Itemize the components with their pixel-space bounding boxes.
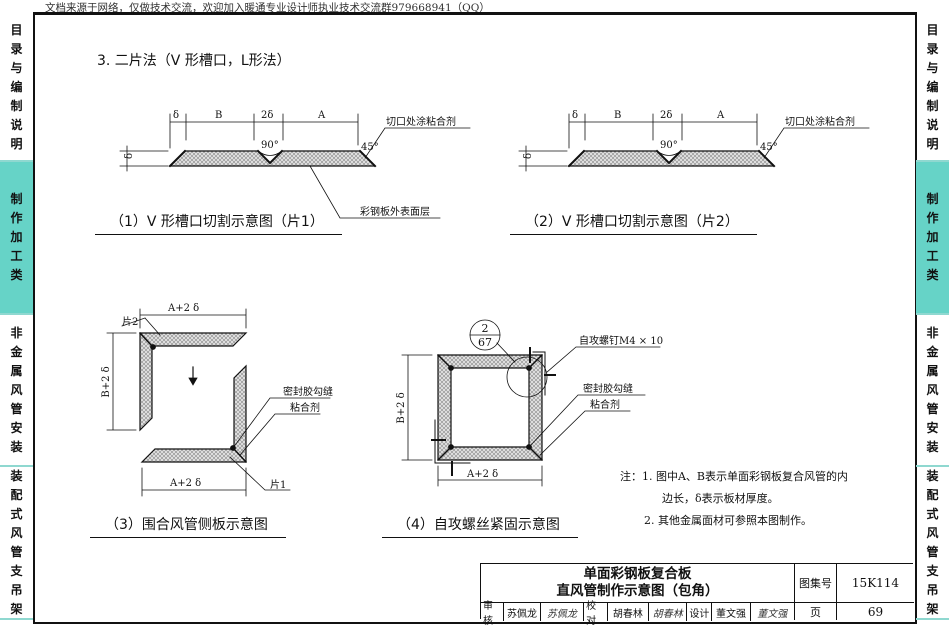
left-sidebar: 目录与编制说明 制作加工类 非金属风管安装 装配式风管支吊架	[0, 14, 33, 620]
dim-thickness: δ	[523, 153, 534, 159]
dim-delta: δ	[173, 110, 179, 121]
notes: 注：1. 图中A、B表示单面彩钢板复合风管的内 边长，δ表示板材厚度。 2. 其…	[620, 466, 848, 532]
tab-label: 目录与编制说明	[10, 22, 23, 151]
ref-page-number: 67	[478, 336, 492, 349]
seal-label: 密封胶勾缝	[583, 382, 633, 395]
tab-contents[interactable]: 目录与编制说明	[0, 14, 33, 162]
dim-b: B	[215, 110, 222, 121]
dim-left: B+2 δ	[101, 366, 112, 397]
check-label: 校对	[584, 601, 608, 627]
atlas-number: 15K114	[836, 564, 914, 602]
figure-3	[106, 308, 331, 497]
tab-nonmetal-install[interactable]: 非金属风管安装	[0, 315, 33, 467]
tab-label: 非金属风管安装	[10, 325, 23, 454]
tab-supports[interactable]: 装配式风管支吊架	[0, 467, 33, 620]
watermark: 文档来源于网络，仅做技术交流，欢迎加入暖通专业设计师执业技术交流群9796689…	[45, 2, 490, 14]
reviewer-signature: 苏佩龙	[541, 603, 585, 621]
tab-label: 装配式风管支吊架	[926, 468, 939, 616]
angle-label: 90°	[660, 140, 678, 151]
dim-thickness: δ	[124, 153, 135, 159]
piece-1-label: 片1	[270, 478, 286, 491]
glue-label: 切口处涂粘合剂	[785, 115, 855, 128]
ref-detail-number: 2	[482, 322, 489, 335]
dim-top: A+2 δ	[167, 303, 199, 314]
duct-section	[437, 354, 543, 461]
figure-4-caption: （4）自攻螺丝紧固示意图	[382, 514, 578, 538]
glue-label: 粘合剂	[290, 401, 320, 414]
dim-2delta: 2δ	[261, 110, 273, 121]
dim-bottom: A+2 δ	[466, 469, 498, 480]
note-1: 1. 图中A、B表示单面彩钢板复合风管的内	[642, 470, 849, 483]
dim-left: B+2 δ	[396, 392, 407, 423]
title-block: 单面彩钢板复合板 直风管制作示意图（包角） 图集号 15K114 页 69 审核…	[480, 563, 914, 627]
tab-label: 装配式风管支吊架	[10, 468, 23, 616]
title-line-1: 单面彩钢板复合板	[583, 566, 692, 582]
note-1-cont: 边长，δ表示板材厚度。	[662, 492, 779, 505]
designer-signature: 董文强	[757, 608, 788, 620]
title-line-2: 直风管制作示意图（包角）	[556, 583, 719, 599]
checker-signature: 胡春林	[649, 603, 688, 621]
bevel-label: 45°	[361, 142, 379, 153]
figure-1	[119, 113, 471, 219]
right-sidebar: 目录与编制说明 制作加工类 非金属风管安装 装配式风管支吊架	[916, 14, 949, 620]
screw-label: 自攻螺钉M4 × 10	[579, 334, 663, 347]
page-label: 页	[794, 602, 836, 620]
dim-2delta: 2δ	[660, 110, 672, 121]
glue-label: 粘合剂	[590, 398, 620, 411]
checker-name: 胡春林	[608, 603, 650, 621]
atlas-label: 图集号	[794, 564, 836, 602]
angle-label: 90°	[261, 140, 279, 151]
tab-label: 制作加工类	[10, 192, 23, 282]
notes-prefix: 注：	[620, 470, 642, 483]
dim-b: B	[614, 110, 621, 121]
design-label: 设计	[687, 603, 713, 621]
dim-bottom: A+2 δ	[169, 478, 201, 489]
tab-contents[interactable]: 目录与编制说明	[916, 14, 949, 162]
designer-name: 董文强	[712, 603, 751, 621]
figure-1-caption: （1）V 形槽口切割示意图（片1）	[95, 211, 342, 235]
note-2: 2. 其他金属面材可参照本图制作。	[644, 514, 812, 527]
dim-delta: δ	[572, 110, 578, 121]
tab-label: 制作加工类	[926, 192, 939, 282]
tab-label: 非金属风管安装	[926, 325, 939, 454]
reviewer-name: 苏佩龙	[504, 603, 541, 621]
tab-label: 目录与编制说明	[926, 22, 939, 151]
seal-label: 密封胶勾缝	[283, 385, 333, 398]
figure-2-caption: （2）V 形槽口切割示意图（片2）	[510, 211, 757, 235]
figure-3-caption: （3）围合风管侧板示意图	[90, 514, 286, 538]
drawing-title: 单面彩钢板复合板 直风管制作示意图（包角）	[481, 564, 794, 602]
glue-label: 切口处涂粘合剂	[386, 115, 456, 128]
section-title: 3. 二片法（V 形槽口，L形法）	[97, 53, 291, 69]
tab-fabrication[interactable]: 制作加工类	[0, 162, 33, 315]
dim-a: A	[317, 110, 326, 121]
review-label: 审核	[481, 601, 505, 627]
figure-4	[401, 319, 661, 487]
tab-nonmetal-install[interactable]: 非金属风管安装	[916, 315, 949, 467]
drawing-frame	[33, 12, 917, 624]
piece-2-label: 片2	[122, 315, 138, 328]
surface-label: 彩钢板外表面层	[360, 205, 430, 218]
tab-supports[interactable]: 装配式风管支吊架	[916, 467, 949, 620]
page-number: 69	[836, 602, 914, 620]
dim-a: A	[716, 110, 725, 121]
signature-row: 审核 苏佩龙 苏佩龙 校对 胡春林 胡春林 设计 董文强 董文强	[481, 601, 794, 627]
panel-section	[168, 150, 377, 167]
figure-2	[518, 113, 870, 172]
tab-fabrication[interactable]: 制作加工类	[916, 162, 949, 315]
bevel-label: 45°	[760, 142, 778, 153]
